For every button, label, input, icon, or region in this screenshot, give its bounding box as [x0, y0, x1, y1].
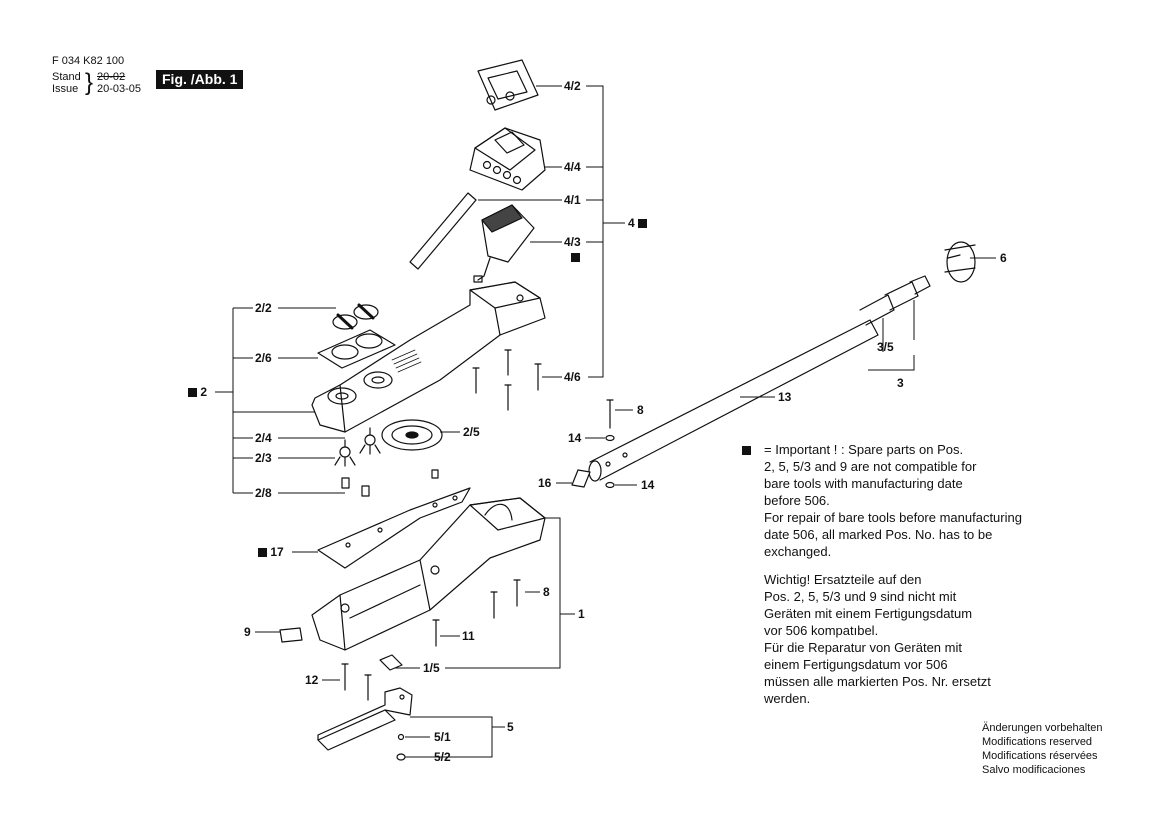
circuit-board-plate: [317, 487, 471, 569]
label-sheet: [317, 329, 396, 369]
note-en-line: 2, 5, 5/3 and 9 are not compatible for: [764, 459, 977, 474]
note-de-line: vor 506 kompatıbel.: [764, 623, 879, 638]
label-2-number: 2: [200, 385, 208, 399]
label-17: 17: [258, 545, 284, 559]
knobs: [332, 303, 379, 330]
clip-16: [571, 469, 591, 488]
potentiometers: [334, 427, 381, 467]
clip: [379, 654, 403, 671]
note-de-line: Geräten mit einem Fertigungsdatum: [764, 606, 973, 621]
footer-line: Änderungen vorbehalten: [982, 722, 1103, 734]
footer-line: Modifications reserved: [982, 736, 1093, 748]
label-2-6: 2/6: [255, 351, 272, 365]
label-17-number: 17: [270, 545, 284, 559]
issue-date: 20-03-05: [97, 83, 142, 95]
pad: [279, 627, 303, 643]
cover-strip: [409, 192, 477, 270]
mounting-bracket: [317, 687, 413, 751]
issue-label: Issue: [52, 83, 79, 95]
label-2: 2: [188, 385, 207, 399]
label-14-top: 14: [568, 431, 582, 445]
label-2-3: 2/3: [255, 451, 272, 465]
modifications-footer: Änderungen vorbehalten Modifications res…: [982, 721, 1102, 777]
label-14-bottom: 14: [641, 478, 655, 492]
note-de-line: Für die Reparatur von Geräten mit: [764, 640, 962, 655]
label-3: 3: [897, 376, 904, 390]
important-marker: [571, 253, 580, 262]
label-4-1: 4/1: [564, 193, 581, 207]
note-en-line: = Important ! : Spare parts on Pos.: [764, 442, 964, 457]
note-en-line: bare tools with manufacturing date: [764, 476, 963, 491]
spacer-a: [341, 477, 350, 489]
label-4: 4: [628, 216, 648, 230]
screws-upper: [472, 349, 542, 411]
label-1: 1: [578, 607, 585, 621]
label-4-number: 4: [628, 216, 635, 230]
note-de-line: Wichtig! Ersatzteile auf den: [764, 572, 922, 587]
important-marker: [742, 446, 751, 455]
stand-label: Stand: [52, 71, 81, 83]
display-label-plate: [477, 59, 539, 111]
screws-lower: [341, 579, 521, 701]
label-8-housing: 8: [543, 585, 550, 599]
washer-14a: [605, 434, 615, 442]
brace-glyph: }: [85, 69, 94, 96]
washer-14b: [605, 481, 615, 489]
label-2-4: 2/4: [255, 431, 272, 445]
note-en-line: date 506, all marked Pos. No. has to be: [764, 527, 993, 542]
note-en-line: For repair of bare tools before manufact…: [764, 510, 1022, 525]
important-marker: [188, 388, 197, 398]
note-de-line: müssen alle markierten Pos. Nr. ersetzt: [764, 674, 991, 689]
label-1-5: 1/5: [423, 661, 440, 675]
label-4-3: 4/3: [564, 235, 581, 249]
speaker: [381, 419, 443, 451]
note-en-line: exchanged.: [764, 544, 832, 559]
label-4-4: 4/4: [564, 160, 581, 174]
footer-line: Salvo modificaciones: [982, 764, 1086, 776]
stand-date: 20-02: [97, 71, 126, 83]
label-16: 16: [538, 476, 552, 490]
label-4-2: 4/2: [564, 79, 581, 93]
note-de-line: einem Fertigungsdatum vor 506: [764, 657, 948, 672]
display-housing: [469, 127, 546, 191]
label-3-5: 3/5: [877, 340, 894, 354]
label-11: 11: [462, 629, 475, 643]
label-2-2: 2/2: [255, 301, 272, 315]
document-number: F 034 K82 100: [52, 55, 125, 67]
important-marker: [258, 548, 267, 558]
label-9: 9: [244, 625, 251, 639]
label-12: 12: [305, 673, 319, 687]
pcb-module: [473, 204, 535, 283]
label-4-6: 4/6: [564, 370, 581, 384]
spacer-c: [431, 469, 439, 479]
note-de-line: werden.: [764, 691, 811, 706]
spacer-b: [361, 485, 370, 497]
label-6: 6: [1000, 251, 1007, 265]
handle-upper-housing: [311, 281, 546, 433]
label-13: 13: [778, 390, 792, 404]
note-en-line: before 506.: [764, 493, 830, 508]
lower-housing: [311, 497, 546, 651]
note-de-line: Pos. 2, 5, 5/3 und 9 sind nicht mit: [764, 589, 957, 604]
screw-8: [606, 399, 614, 429]
telescopic-tube: [588, 241, 976, 482]
label-5: 5: [507, 720, 514, 734]
important-marker: [638, 219, 648, 229]
label-8-tube: 8: [637, 403, 644, 417]
label-2-8: 2/8: [255, 486, 272, 500]
label-5-1: 5/1: [434, 730, 451, 744]
german-note: Wichtig! Ersatzteile auf den Pos. 2, 5, …: [764, 571, 991, 707]
label-5-2: 5/2: [434, 750, 451, 764]
footer-line: Modifications réservées: [982, 750, 1098, 762]
english-note: = Important ! : Spare parts on Pos. 2, 5…: [764, 441, 1022, 560]
figure-title: Fig. /Abb. 1: [156, 70, 244, 89]
washer: [397, 733, 405, 741]
label-2-5: 2/5: [463, 425, 480, 439]
nut: [396, 753, 406, 761]
